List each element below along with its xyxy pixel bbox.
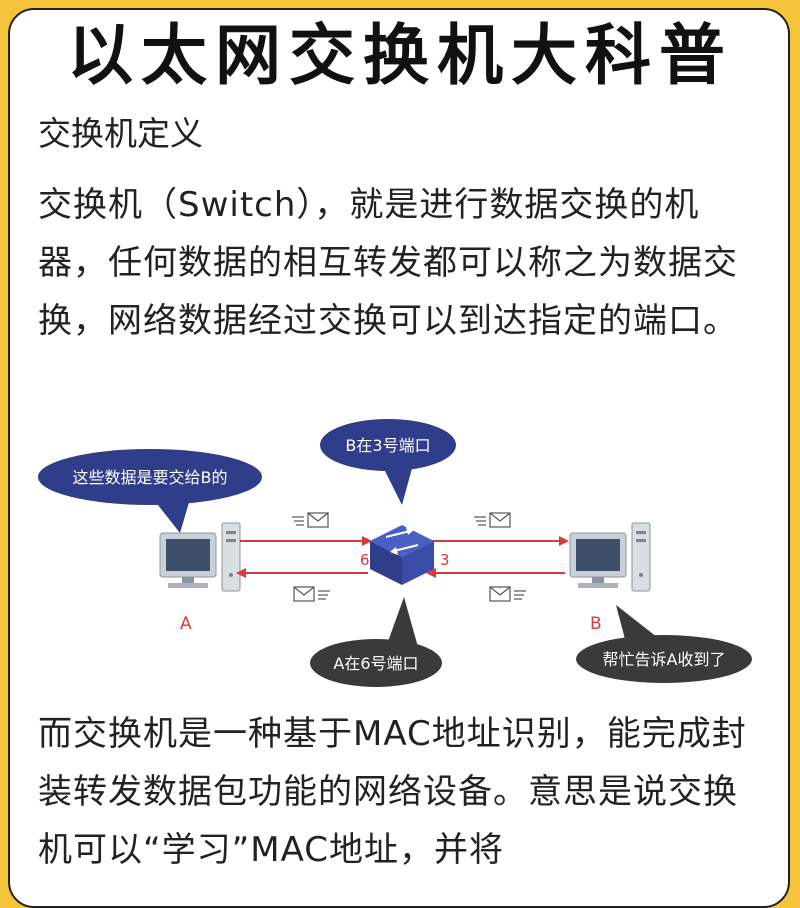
switch-diagram: 这些数据是要交给B的 B在3号端口 xyxy=(38,419,752,687)
computer-b-label: B xyxy=(590,614,602,634)
switch-icon xyxy=(370,525,434,585)
bubble-b-text: 帮忙告诉A收到了 xyxy=(603,650,726,669)
definition-paragraph: 交换机（Switch），就是进行数据交换的机器，任何数据的相互转发都可以称之为数… xyxy=(38,185,738,341)
speech-bubble-top: B在3号端口 xyxy=(320,419,456,505)
envelope-icon xyxy=(292,512,329,528)
mac-paragraph: 而交换机是一种基于MAC地址识别，能完成封装转发数据包功能的网络设备。意思是说交… xyxy=(38,714,747,870)
bubble-a-text: 这些数据是要交给B的 xyxy=(73,468,228,487)
page-title: 以太网交换机大科普 xyxy=(67,17,733,94)
section-heading: 交换机定义 xyxy=(38,114,203,153)
bubble-bottom-text: A在6号端口 xyxy=(333,654,418,673)
computer-a-label: A xyxy=(180,614,192,634)
envelope-icon xyxy=(474,512,511,528)
envelope-icon xyxy=(293,586,330,602)
computer-b-icon xyxy=(569,522,651,592)
port-6-label: 6 xyxy=(360,551,370,569)
speech-bubble-a: 这些数据是要交给B的 xyxy=(38,449,262,533)
computer-a-icon xyxy=(159,522,241,592)
link-arrows xyxy=(236,536,569,578)
envelope-icon xyxy=(489,586,526,602)
speech-bubble-b: 帮忙告诉A收到了 xyxy=(576,605,752,683)
bubble-top-text: B在3号端口 xyxy=(345,436,430,455)
speech-bubble-bottom: A在6号端口 xyxy=(310,597,442,687)
port-3-label: 3 xyxy=(440,551,450,569)
